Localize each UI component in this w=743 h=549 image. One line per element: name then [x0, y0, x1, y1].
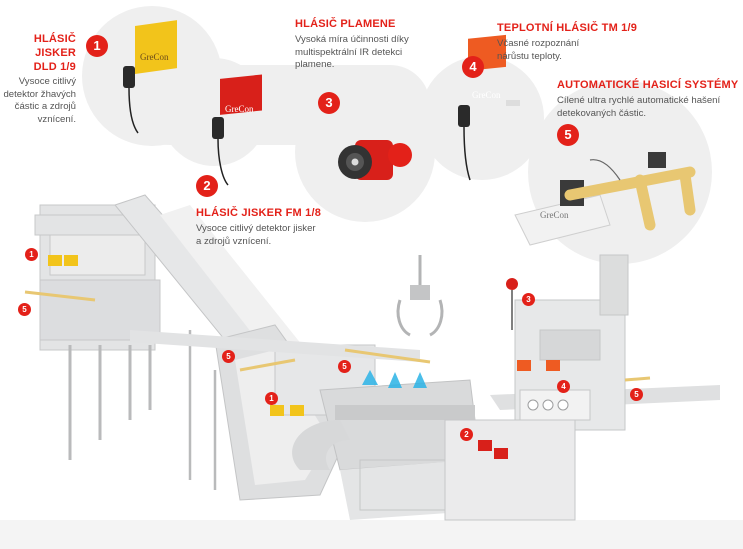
- badge-4: 4: [462, 56, 484, 78]
- badge-3: 3: [318, 92, 340, 114]
- plant-marker-1a: 1: [25, 248, 38, 261]
- grecon-label-2: GreCon: [225, 104, 254, 114]
- desc-flame: Vysoká míra účinnosti díky multispektrál…: [295, 34, 409, 70]
- product-extinguisher: [514, 152, 696, 246]
- title-dld-line2: JISKER: [35, 47, 76, 59]
- bubbles: [82, 6, 712, 264]
- desc-dld: Vysoce citlivý detektor žhavých částic a…: [3, 76, 76, 125]
- desc-tm: Včasné rozpoznání nárůstu teploty.: [497, 38, 580, 62]
- right-building: [444, 254, 629, 521]
- grecon-label-5: GreCon: [540, 210, 569, 220]
- grecon-label-4: GreCon: [472, 90, 501, 100]
- product-dld: [123, 20, 177, 134]
- plant-marker-5c: 5: [338, 360, 351, 373]
- title-flame: HLÁSIČ PLAMENE: [295, 18, 396, 30]
- plant-marker-1b: 1: [265, 392, 278, 405]
- desc-fm: Vysoce citlivý detektor jisker a zdrojů …: [196, 223, 316, 247]
- plant-marker-2: 2: [460, 428, 473, 441]
- title-tm: TEPLOTNÍ HLÁSIČ TM 1/9: [497, 22, 638, 34]
- desc-extinguish: Cílené ultra rychlé automatické hašení d…: [557, 95, 721, 119]
- title-extinguish: AUTOMATICKÉ HASICÍ SYSTÉMY: [557, 79, 739, 91]
- plant-marker-3: 3: [522, 293, 535, 306]
- product-flame: [338, 140, 412, 180]
- plant-marker-5d: 5: [630, 388, 643, 401]
- plant-sensors: [48, 255, 560, 459]
- product-fm: [212, 74, 262, 186]
- plant-marker-5b: 5: [222, 350, 235, 363]
- badge-2: 2: [196, 175, 218, 197]
- plant-marker-5a: 5: [18, 303, 31, 316]
- badge-1: 1: [86, 35, 108, 57]
- title-dld-line1: HLÁSIČ: [33, 33, 76, 45]
- title-dld-line3: DLD 1/9: [33, 61, 76, 73]
- badge-5: 5: [557, 124, 579, 146]
- grecon-label-1: GreCon: [140, 52, 169, 62]
- plant-marker-4: 4: [557, 380, 570, 393]
- title-fm: HLÁSIČ JISKER FM 1/8: [196, 207, 322, 219]
